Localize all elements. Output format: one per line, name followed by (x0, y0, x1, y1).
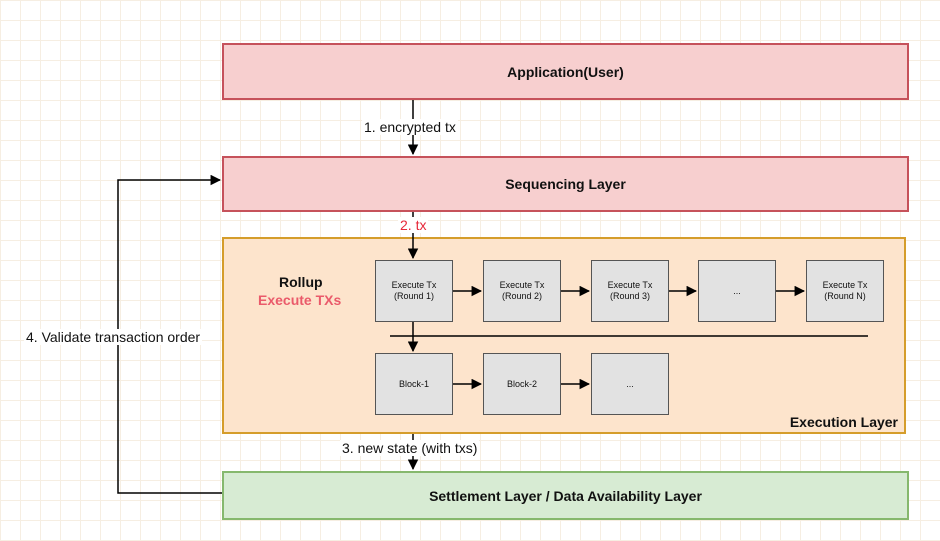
box-line1: ... (733, 285, 741, 296)
execute-tx-round-1-box: Execute Tx(Round 1) (375, 260, 453, 322)
edge-label-tx: 2. tx (398, 217, 429, 233)
box-line2: (Round N) (824, 291, 866, 301)
block-label: Block-1 (398, 378, 429, 389)
box-line2: (Round 2) (501, 291, 542, 301)
execute-tx-round-3-box: Execute Tx(Round 3) (591, 260, 669, 322)
box-line1: Execute Tx (607, 280, 653, 290)
rollup-title: Rollup (279, 274, 323, 290)
edge-label-new-state: 3. new state (with txs) (340, 440, 480, 456)
edge-label-encrypted-tx: 1. encrypted tx (362, 119, 458, 135)
application-layer-label: Application(User) (507, 63, 624, 80)
application-layer: Application(User) (222, 43, 909, 100)
block-label: ... (626, 378, 634, 389)
edge-label-validate: 4. Validate transaction order (24, 329, 203, 345)
execute-tx-round-n-box: Execute Tx(Round N) (806, 260, 884, 322)
box-line2: (Round 3) (609, 291, 650, 301)
rollup-subtitle: Execute TXs (258, 292, 342, 308)
execute-tx-round-2-box: Execute Tx(Round 2) (483, 260, 561, 322)
sequencing-layer: Sequencing Layer (222, 156, 909, 212)
box-line1: Execute Tx (499, 280, 545, 290)
box-line1: Execute Tx (822, 280, 868, 290)
settlement-layer-label: Settlement Layer / Data Availability Lay… (429, 487, 702, 504)
execute-tx-ellipsis-box: ... (698, 260, 776, 322)
block-ellipsis-box: ... (591, 353, 669, 415)
execution-layer-label: Execution Layer (789, 414, 898, 430)
box-line1: Execute Tx (391, 280, 437, 290)
settlement-layer: Settlement Layer / Data Availability Lay… (222, 471, 909, 520)
box-line2: (Round 1) (393, 291, 434, 301)
block-1-box: Block-1 (375, 353, 453, 415)
sequencing-layer-label: Sequencing Layer (505, 176, 626, 192)
block-2-box: Block-2 (483, 353, 561, 415)
block-label: Block-2 (506, 378, 537, 389)
